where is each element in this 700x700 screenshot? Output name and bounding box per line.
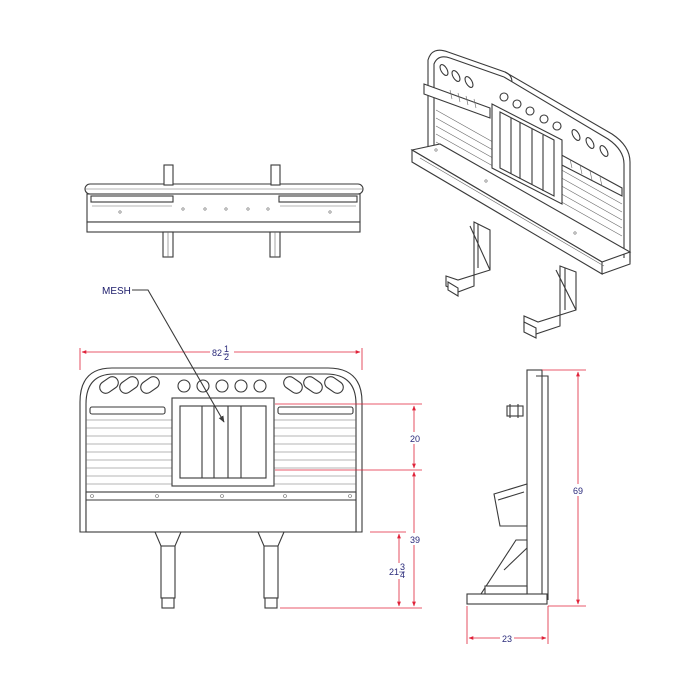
leg-whole: 21 xyxy=(389,567,399,577)
leg-frac-num: 3 xyxy=(400,562,405,572)
side-view xyxy=(466,369,549,605)
leg-dimension-label: 21 3 4 xyxy=(388,562,408,580)
isometric-view xyxy=(410,49,632,339)
mesh-label: MESH xyxy=(102,286,131,297)
width-frac-num: 1 xyxy=(224,344,229,354)
lower-height-label: 39 xyxy=(410,535,420,545)
depth-label: 23 xyxy=(502,634,512,644)
front-view xyxy=(79,367,363,609)
total-height-label: 69 xyxy=(573,486,583,496)
width-dimension-label: 82 1 2 xyxy=(210,342,234,362)
upper-height-label: 20 xyxy=(410,434,420,444)
mesh-leader-line xyxy=(132,289,225,423)
leg-frac-den: 4 xyxy=(400,570,405,580)
top-view xyxy=(84,164,364,258)
width-frac-den: 2 xyxy=(224,352,229,362)
width-whole: 82 xyxy=(212,348,222,358)
